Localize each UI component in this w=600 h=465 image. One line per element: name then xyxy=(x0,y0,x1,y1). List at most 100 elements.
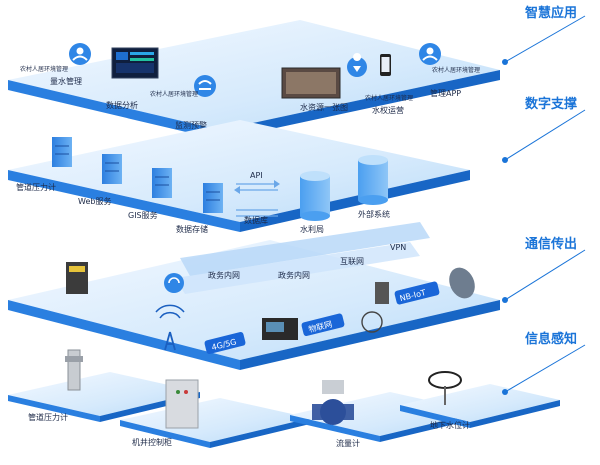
plate-edge-left xyxy=(8,170,240,232)
layer-titles: 智慧应用 数字支撑 通信传出 信息感知 xyxy=(502,5,586,395)
plate-edge xyxy=(8,395,100,422)
sensing-plate xyxy=(8,372,200,416)
label-flow-meter: 流量计 xyxy=(336,438,360,448)
label-data-storage: 数据存储 xyxy=(176,224,208,234)
api-arrows xyxy=(236,183,278,191)
flow-meter-pipe xyxy=(312,404,354,420)
database-cylinder xyxy=(358,160,388,200)
network-band xyxy=(180,222,430,276)
layer-comm: 4G/5G 物联网 NB-IoT VPN 政务内网 政务内网 互联网 xyxy=(8,222,500,370)
sensing-plate xyxy=(400,384,560,422)
layer-title-sensing: 信息感知 xyxy=(525,331,577,347)
label-external-sys: 外部系统 xyxy=(358,209,390,219)
server-icon xyxy=(152,168,172,198)
cabinet-light xyxy=(184,390,188,394)
label-groundwater: 地下水位计 xyxy=(430,420,470,430)
water-map-content xyxy=(286,72,336,94)
dashboard-widget xyxy=(116,63,154,73)
database-cylinder-bottom xyxy=(358,195,388,205)
title-dot xyxy=(502,297,508,303)
label-vpn: VPN xyxy=(390,243,406,252)
plate-edge xyxy=(210,418,310,448)
cloud-sync-glyph xyxy=(168,277,180,284)
label-api: API xyxy=(250,171,263,180)
pressure-sensor-head xyxy=(65,356,83,362)
tag-rural-4: 农村人居环境管理 xyxy=(432,66,480,74)
server-icon xyxy=(203,183,223,213)
title-leader xyxy=(504,109,586,161)
cabinet-light xyxy=(176,390,180,394)
satellite-dish-icon xyxy=(449,267,475,299)
label-internet: 互联网 xyxy=(340,257,364,266)
user-icon-body xyxy=(72,55,88,61)
server-icon xyxy=(102,154,122,184)
plate-top xyxy=(8,240,500,360)
cable-probe xyxy=(361,311,383,333)
controller-screen xyxy=(266,322,284,332)
database-cylinder-top xyxy=(358,155,388,165)
weather-icon xyxy=(194,75,216,97)
network-band xyxy=(175,242,420,294)
plate-edge-right xyxy=(220,70,500,140)
title-leader xyxy=(504,344,586,393)
layer-smart-app: 农村人居环境管理 量水管理 数据分析 农村人居环境管理 监测预警 水资源一张图 … xyxy=(8,20,500,140)
dashboard-widget xyxy=(116,52,128,60)
label-data-analysis: 数据分析 xyxy=(106,100,138,110)
plate-edge-right xyxy=(240,300,500,370)
signal-tower-icon xyxy=(164,331,176,351)
label-water-rights: 水权运营 xyxy=(372,105,404,115)
label-web-service: Web服务 xyxy=(78,196,111,206)
badge-nb-iot xyxy=(394,281,440,305)
signal-waves xyxy=(155,304,185,319)
layer-sensing: 管道压力计 机井控制柜 流量计 地下水位计 xyxy=(8,349,560,448)
title-dot xyxy=(502,389,508,395)
label-database: 数据库 xyxy=(244,215,268,225)
database-cylinder xyxy=(300,176,330,216)
sensing-plate xyxy=(120,398,310,442)
title-leader xyxy=(504,15,586,63)
flow-meter-head xyxy=(322,380,344,394)
layer-digital-support: 管道压力计 Web服务 GIS服务 数据存储 API 数据库 水利局 外部系统 xyxy=(8,120,470,234)
cloud-sync-icon xyxy=(164,273,184,293)
title-dot xyxy=(502,157,508,163)
plate-top xyxy=(8,120,470,222)
label-water-bureau: 水利局 xyxy=(300,224,324,234)
label-gov-net-1: 政务内网 xyxy=(208,270,240,280)
layer-title-smart-app: 智慧应用 xyxy=(525,5,577,21)
location-icon-glyph xyxy=(353,53,362,72)
plate-edge xyxy=(400,405,470,428)
title-leader xyxy=(504,249,586,301)
label-gov-net-2: 政务内网 xyxy=(278,270,310,280)
dashboard-widget xyxy=(130,52,154,55)
db-arrows xyxy=(236,209,278,217)
label-water-map: 水资源一张图 xyxy=(300,102,348,112)
antenna-device xyxy=(375,282,389,304)
database-cylinder-top xyxy=(300,171,330,181)
plate-top xyxy=(8,20,500,130)
layer-title-digital-support: 数字支撑 xyxy=(525,96,577,112)
label-well-cabinet: 机井控制柜 xyxy=(132,437,172,447)
gateway-label xyxy=(69,266,85,272)
title-dot xyxy=(502,59,508,65)
plate-edge xyxy=(290,415,380,442)
server-icon xyxy=(52,137,72,167)
user-icon-head xyxy=(426,47,434,55)
label-gis-service: GIS服务 xyxy=(128,210,158,220)
weather-icon-glyph xyxy=(198,80,212,90)
cable-coil xyxy=(428,371,462,389)
badge-iot xyxy=(301,313,345,336)
plate-edge-left xyxy=(8,300,240,370)
tag-rural-3: 农村人居环境管理 xyxy=(365,94,413,102)
dashboard-widget xyxy=(130,58,154,61)
arrow-heads xyxy=(234,180,280,194)
user-icon-body xyxy=(422,55,438,61)
plate-edge-right xyxy=(240,170,470,232)
user-icon-head xyxy=(76,47,84,55)
tag-rural-1: 农村人居环境管理 xyxy=(20,65,68,73)
layer-title-comm: 通信传出 xyxy=(525,236,577,252)
phone-screen xyxy=(381,57,390,72)
well-cabinet xyxy=(165,379,199,429)
label-pipe-meter: 管道压力计 xyxy=(16,182,56,192)
